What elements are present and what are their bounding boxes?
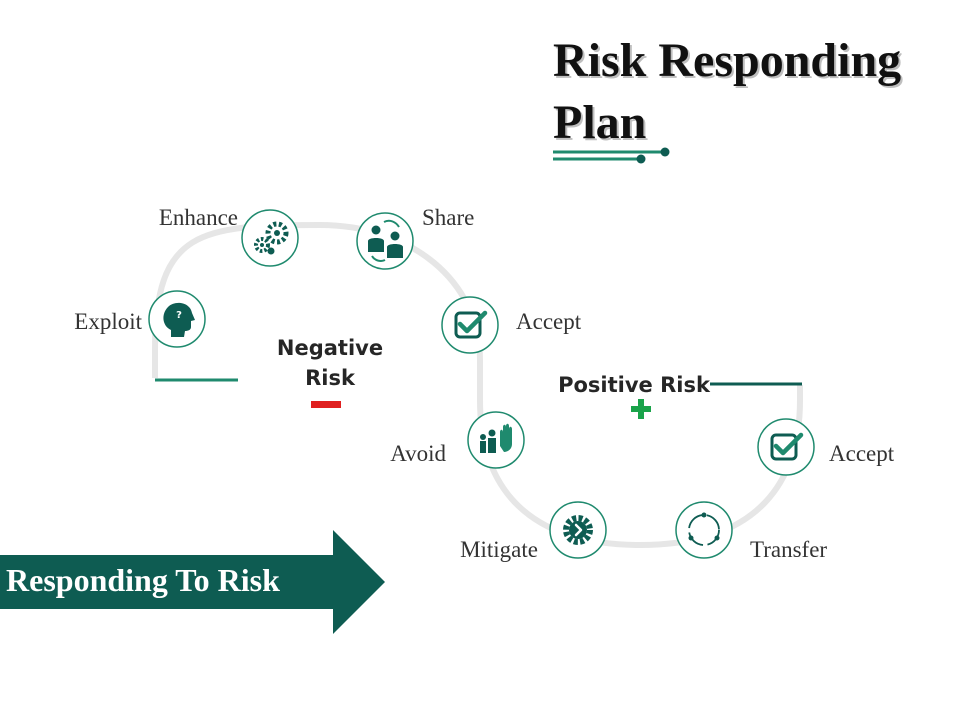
step-mitigate [549,501,607,559]
people-exchange-icon [368,219,403,262]
gear-arrow-icon [563,515,593,545]
step-accept-negative [441,296,499,354]
page-title: Risk Responding Plan [553,34,902,149]
title-underline [553,147,670,164]
minus-symbol [311,401,341,408]
label-exploit: Exploit [74,309,142,334]
checkbox-check-icon [770,432,804,461]
label-accept-negative: Accept [516,309,582,334]
label-accept-positive: Accept [829,441,895,466]
step-exploit: ? [148,290,206,348]
label-mitigate: Mitigate [460,537,538,562]
label-avoid: Avoid [390,441,446,466]
head-question-icon: ? [163,302,195,337]
plus-symbol [631,399,651,419]
step-avoid [467,411,525,469]
responding-arrow-label: Responding To Risk [6,562,280,598]
hand-stop-icon [480,423,512,453]
label-transfer: Transfer [750,537,828,562]
step-transfer [675,501,733,559]
step-enhance [241,209,299,267]
checkbox-check-icon [454,310,488,339]
label-share: Share [422,205,475,230]
positive-risk-title: Positive Risk [558,373,710,397]
responding-arrow-shape [0,530,385,634]
cycle-icon [688,512,720,546]
negative-risk-title: Negative Risk [276,336,384,390]
label-enhance: Enhance [158,205,238,230]
svg-text:?: ? [176,310,182,321]
gears-icon [254,221,289,255]
step-share [356,212,414,270]
step-accept-positive [757,418,815,476]
